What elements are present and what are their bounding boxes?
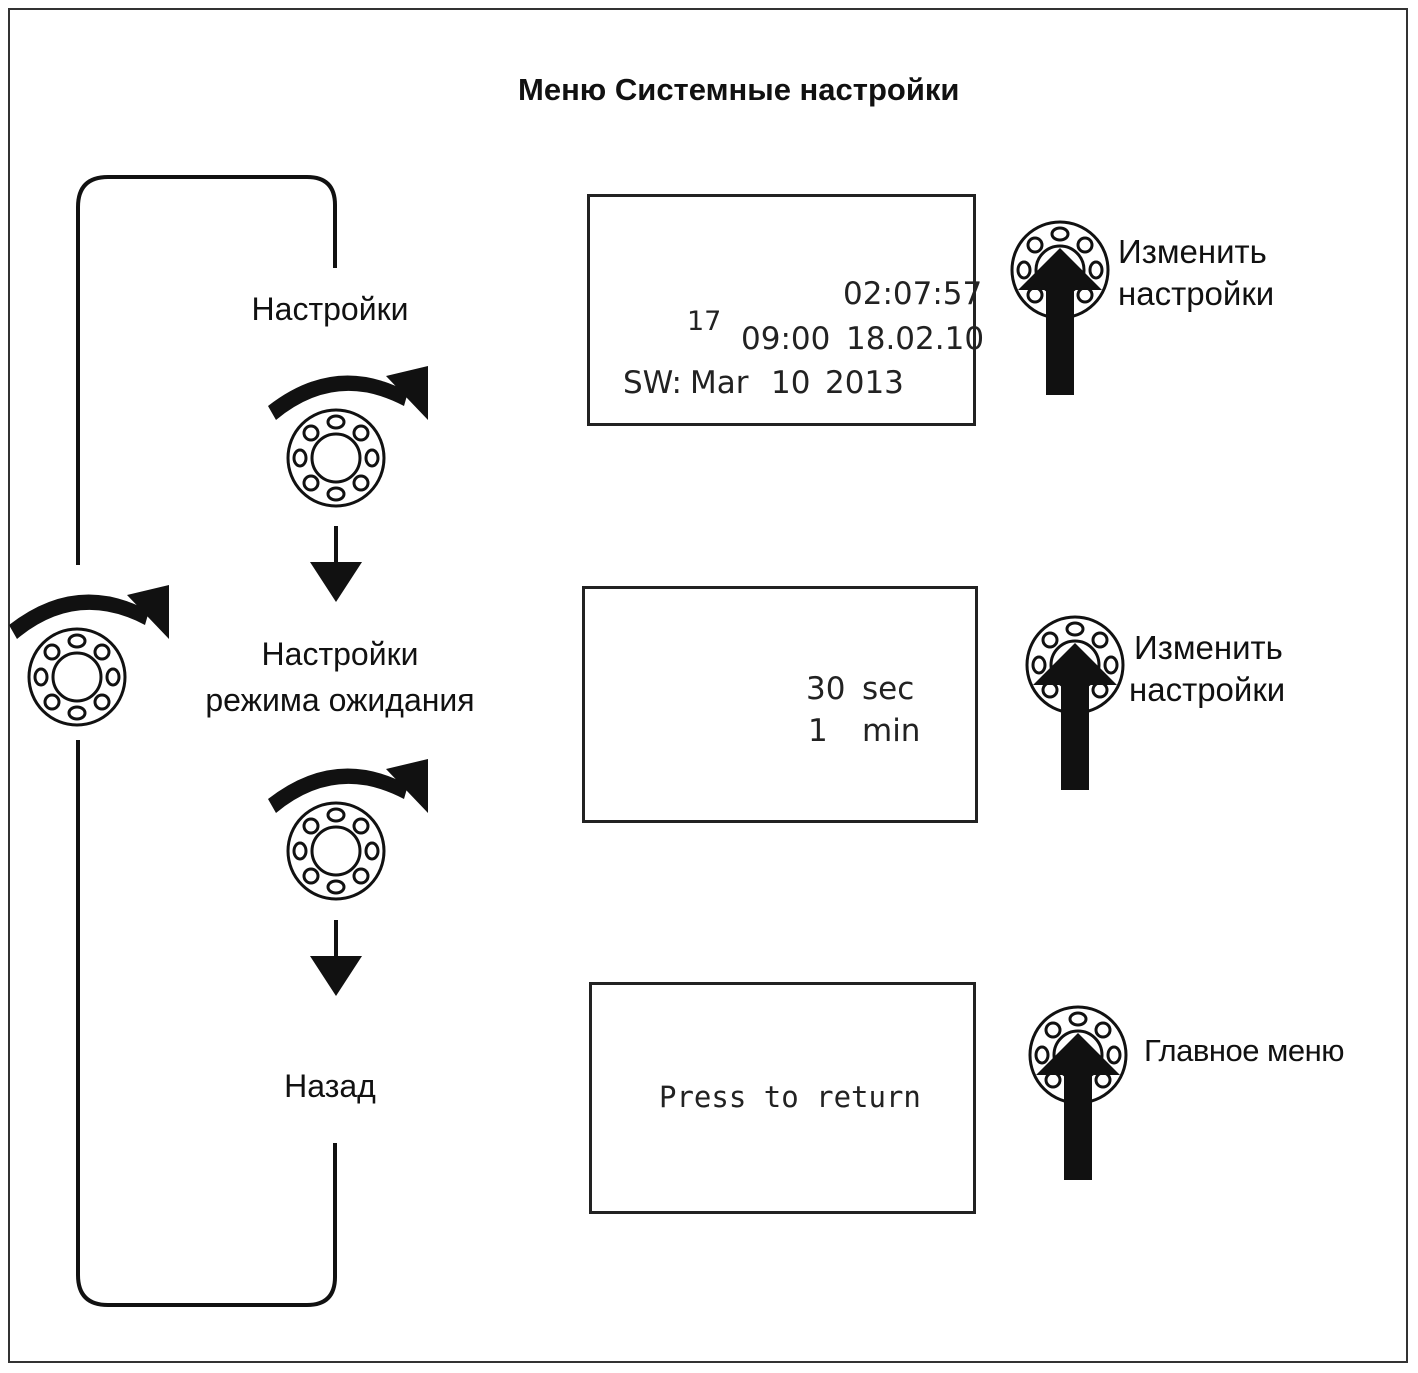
main-menu-label: Главное меню — [1144, 1033, 1344, 1068]
home-timeout-unit: sec — [862, 671, 915, 707]
sw-month: Mar — [690, 365, 749, 401]
down-arrow-icon — [310, 526, 362, 602]
loop-knob-icon — [9, 585, 169, 727]
page-title: Меню Системные настройки — [518, 72, 960, 107]
loop-line-bottom — [76, 740, 337, 1307]
step-standby-label-line2: режима ожидания — [205, 682, 475, 718]
step-back-label: Назад — [284, 1068, 376, 1104]
current-time: 02:07:57 — [843, 276, 983, 312]
home-timeout-value: 30 — [806, 671, 846, 707]
step-settings-label: Настройки — [251, 291, 409, 327]
change-settings-label-line1: Изменить — [1118, 233, 1267, 270]
lcd-screen-settings — [587, 194, 976, 426]
change-settings-label-line2: настройки — [1118, 275, 1275, 312]
push-knob-icon — [1010, 220, 1110, 395]
sw-year: 2013 — [825, 365, 904, 401]
power-timeout-value: 1 — [808, 713, 828, 749]
down-arrow-icon — [310, 920, 362, 996]
push-knob-icon — [1028, 1005, 1128, 1180]
loop-line — [76, 175, 337, 565]
current-date: 18.02.10 — [846, 321, 985, 357]
settings-rotate-knob-icon — [268, 366, 428, 508]
push-knob-icon — [1025, 615, 1125, 790]
calendar-day: 17 — [687, 306, 722, 337]
lcd-screen-standby — [582, 586, 978, 823]
press-to-return-message: Press to return — [659, 1080, 921, 1114]
lcd-screen-back — [589, 982, 976, 1214]
step-standby-label-line1: Настройки — [261, 636, 419, 672]
standby-rotate-knob-icon — [268, 759, 428, 901]
change-standby-label-line1: Изменить — [1134, 629, 1283, 666]
change-standby-label-line2: настройки — [1129, 671, 1286, 708]
power-timeout-unit: min — [862, 713, 921, 749]
sw-label: SW: — [623, 365, 682, 401]
alarm-time: 09:00 — [741, 321, 831, 357]
sw-day: 10 — [771, 365, 811, 401]
diagram-frame — [8, 8, 1408, 1363]
